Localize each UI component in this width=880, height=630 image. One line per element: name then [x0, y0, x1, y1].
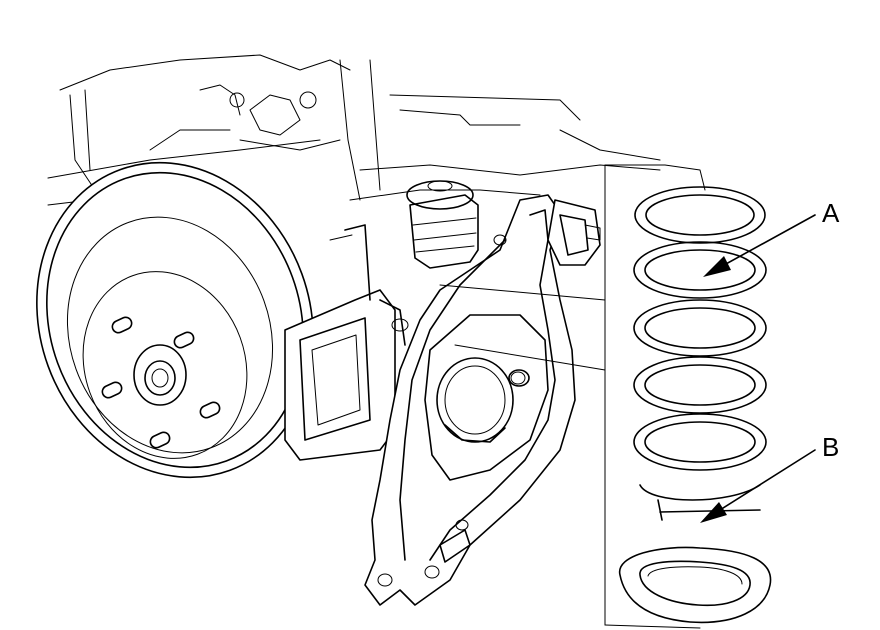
spring-insulator	[619, 546, 772, 624]
callout-label-a: A	[822, 198, 840, 228]
coil-spring	[633, 164, 767, 521]
brake-caliper	[284, 224, 406, 461]
callout-a-arrow	[703, 214, 816, 277]
brake-disc	[36, 161, 314, 479]
upper-mount-bracket	[547, 199, 601, 266]
callout-b-arrow	[700, 449, 816, 523]
wheel-hub	[133, 344, 187, 406]
wheel-studs	[101, 316, 221, 449]
spring-seat-pocket	[436, 357, 530, 443]
callout-label-b: B	[822, 432, 840, 462]
leader-lines	[439, 164, 701, 629]
bump-stop	[406, 180, 479, 269]
